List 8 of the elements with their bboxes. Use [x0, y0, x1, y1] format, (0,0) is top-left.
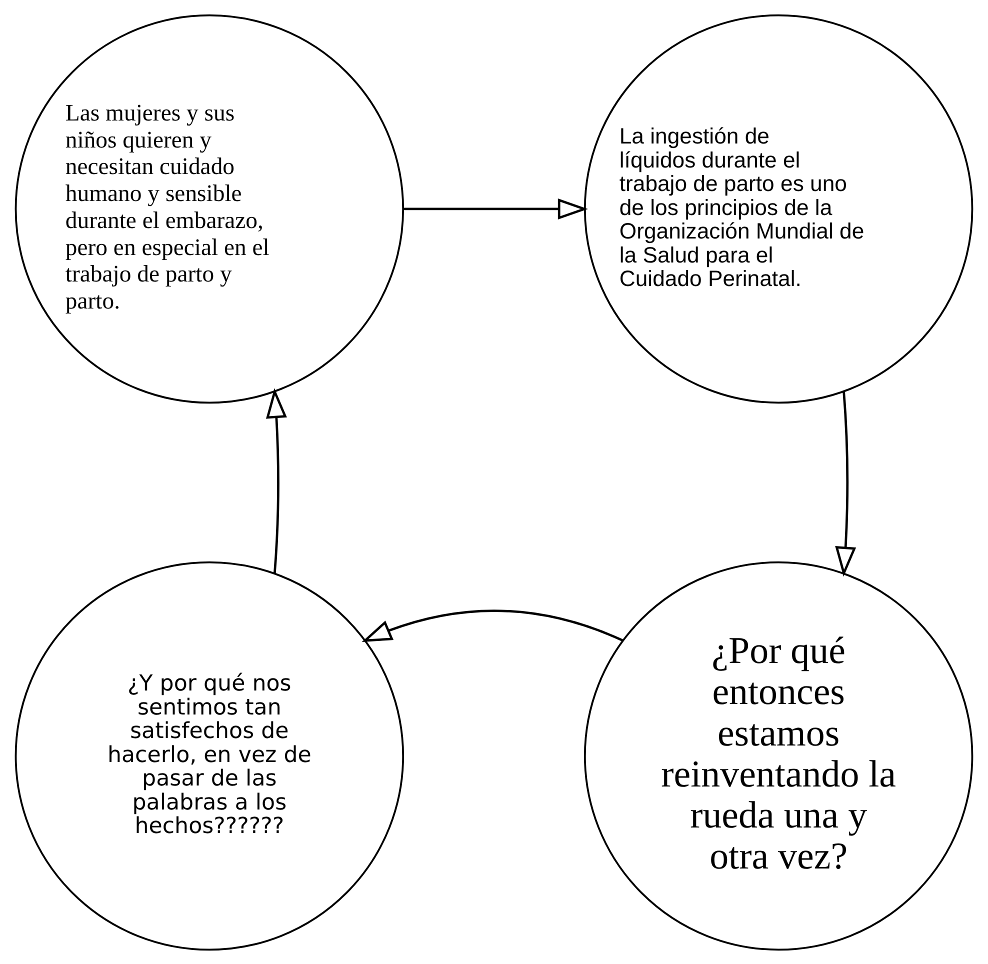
node-circle: ¿Y por qué nos sentimos tan satisfechos de hacerlo, en vez de pasar de las palabras a los hechos??????	[14, 560, 404, 950]
arrow	[362, 609, 624, 642]
node-circle: Las mujeres y sus niños quieren y necesitan cuidado humano y sensible durante el embarazo, pero en especial en el trabajo de parto y parto.	[14, 14, 404, 404]
node-circle: ¿Por qué entonces estamos reinventando la rueda una y otra vez?	[584, 560, 974, 950]
arrow	[835, 391, 856, 576]
node-circle: La ingestión de líquidos durante el trabajo de parto es uno de los principios de la Organización Mundial de la Salud para el Cuidado Perinatal.	[584, 14, 974, 404]
arrow	[403, 198, 588, 220]
arrow	[266, 388, 287, 573]
